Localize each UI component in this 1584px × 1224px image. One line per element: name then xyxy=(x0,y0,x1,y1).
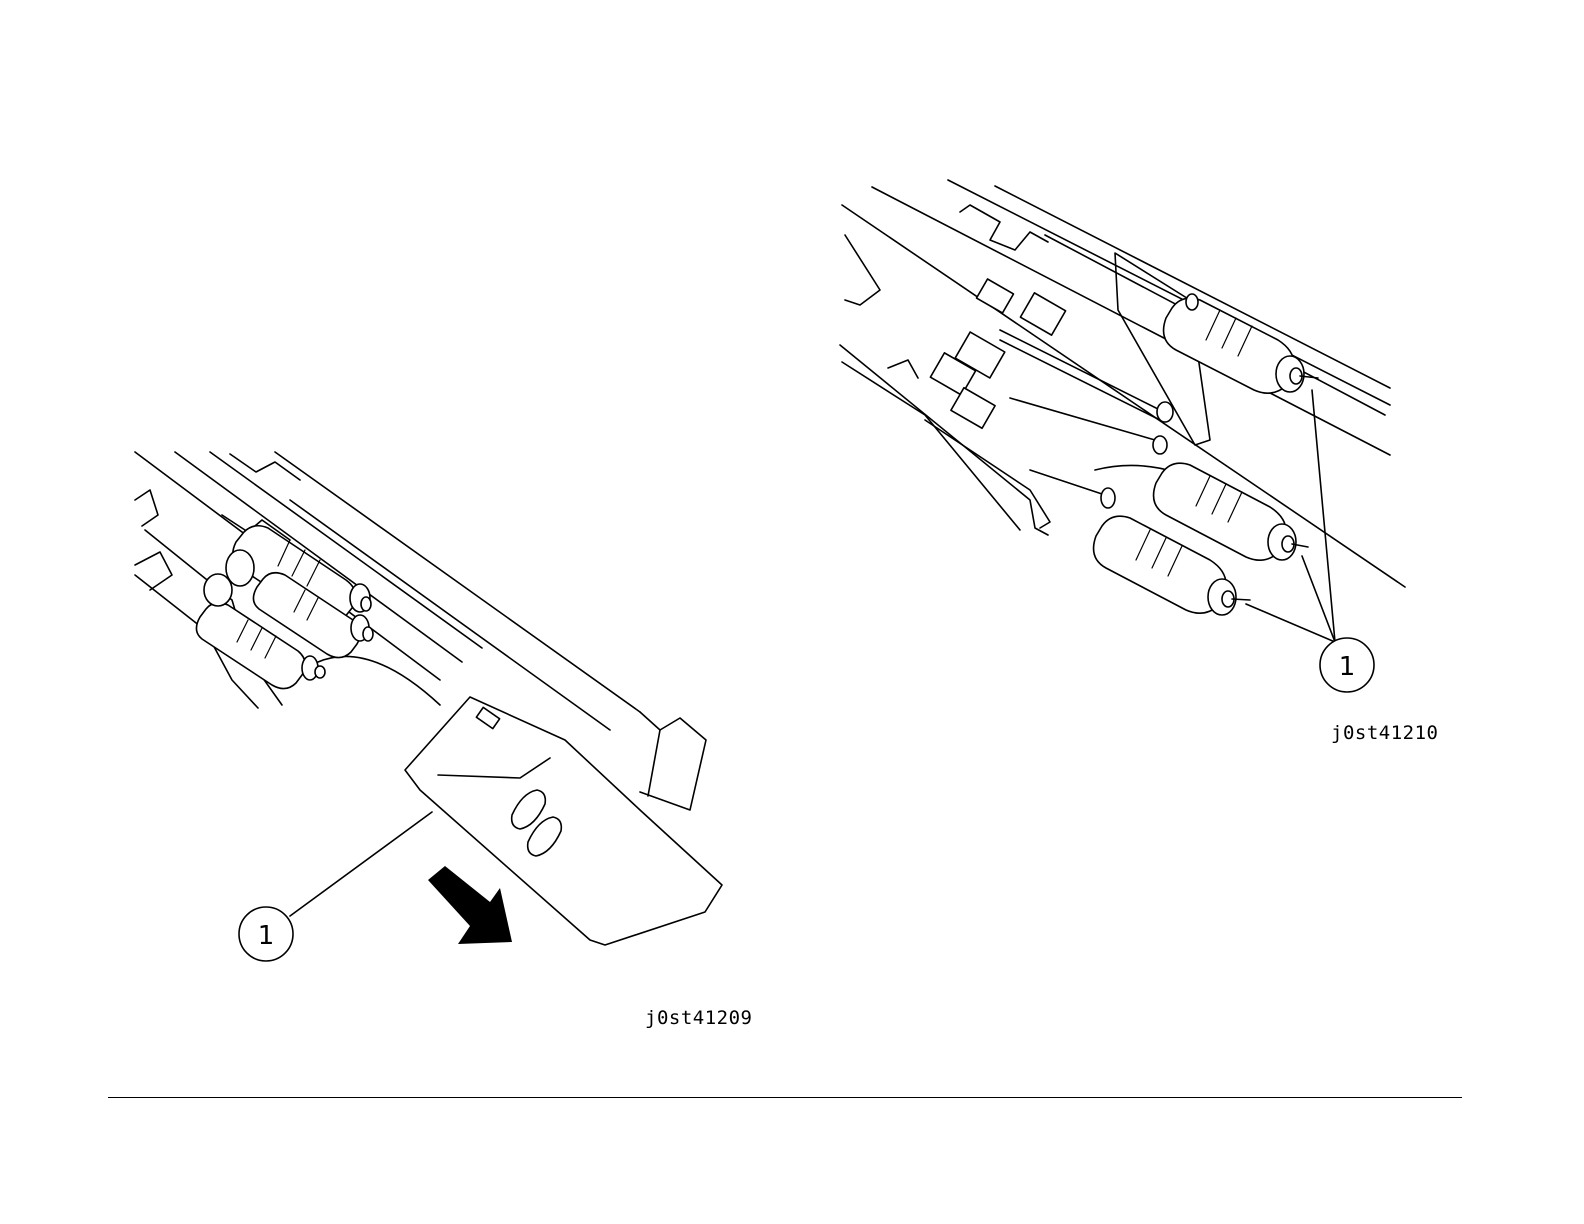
right-rollers xyxy=(1094,294,1318,615)
figure-code-left: j0st41209 xyxy=(645,1007,752,1029)
right-callout-1: 1 xyxy=(1320,638,1374,692)
right-callout-number: 1 xyxy=(1339,652,1356,682)
figure-code-right: j0st41210 xyxy=(1331,722,1438,744)
bottom-divider xyxy=(108,1097,1462,1098)
